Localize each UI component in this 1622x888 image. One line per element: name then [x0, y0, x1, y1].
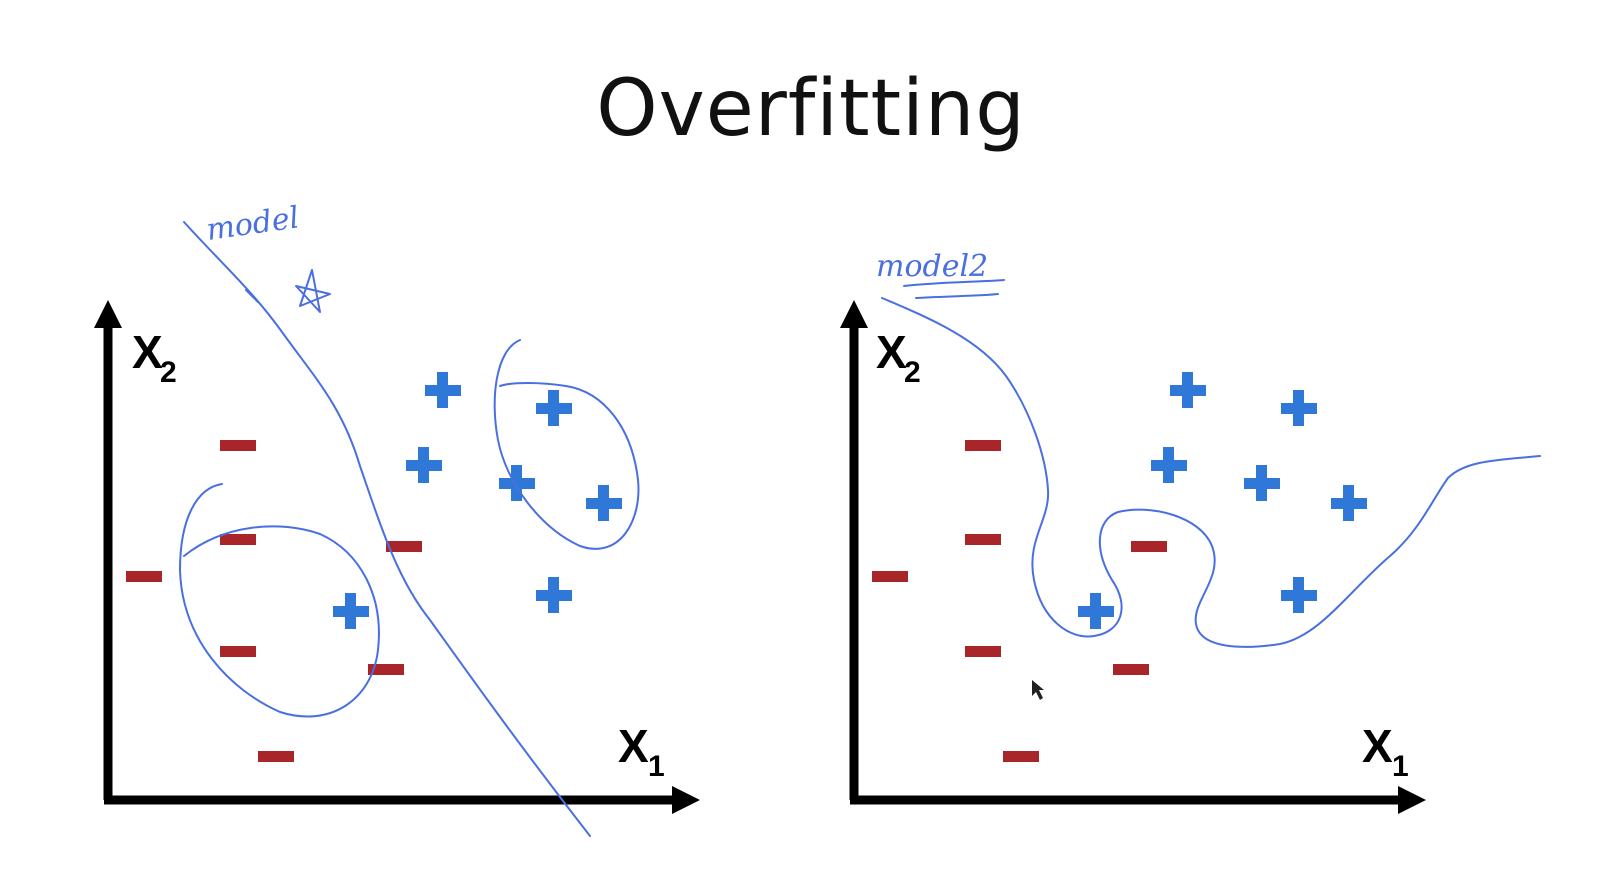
- plus-marker: [406, 447, 442, 483]
- minus-marker: [872, 571, 908, 582]
- star-doodle: [295, 269, 331, 313]
- plus-marker: [1331, 485, 1367, 521]
- right-y-arrowhead: [840, 300, 868, 328]
- right-y-axis-label: X: [876, 326, 907, 378]
- plus-marker: [1170, 372, 1206, 408]
- left-minus-cluster-boundary: [179, 483, 380, 718]
- minus-marker: [220, 646, 256, 657]
- right-y-axis-subscript: 2: [904, 356, 921, 389]
- left-y-axis-label: X: [132, 326, 163, 378]
- plus-marker: [586, 485, 622, 521]
- left-decision-line: [183, 221, 591, 837]
- left-x-arrowhead: [672, 786, 700, 814]
- annotation-underline: [915, 293, 999, 299]
- minus-marker: [965, 646, 1001, 657]
- minus-marker: [220, 534, 256, 545]
- minus-marker: [1003, 751, 1039, 762]
- plus-marker: [1244, 465, 1280, 501]
- minus-marker: [368, 664, 404, 675]
- plus-marker: [499, 465, 535, 501]
- left-model-annotation: model: [204, 200, 301, 248]
- left-x-axis-label: X: [618, 720, 649, 772]
- minus-marker: [220, 440, 256, 451]
- minus-marker: [258, 751, 294, 762]
- left-y-arrowhead: [94, 300, 122, 328]
- right-model-annotation: model2: [876, 249, 988, 284]
- right-x-axis-subscript: 1: [1392, 750, 1409, 783]
- minus-marker: [965, 534, 1001, 545]
- mouse-cursor-icon: [1032, 680, 1044, 700]
- left-x-axis-subscript: 1: [648, 750, 665, 783]
- plus-marker: [1151, 447, 1187, 483]
- plus-marker: [536, 577, 572, 613]
- left-hook: [245, 289, 259, 303]
- plus-marker: [1078, 593, 1114, 629]
- right-x-arrowhead: [1398, 786, 1426, 814]
- plus-marker: [1281, 390, 1317, 426]
- minus-marker: [1131, 541, 1167, 552]
- minus-marker: [965, 440, 1001, 451]
- left-y-axis-subscript: 2: [160, 356, 177, 389]
- annotation-underline: [903, 279, 1005, 287]
- plus-marker: [333, 593, 369, 629]
- plus-marker: [425, 372, 461, 408]
- right-decision-boundary: [881, 297, 1541, 648]
- right-panel: X 2 X 1 mode: [840, 249, 1541, 814]
- left-panel: X 2 X 1 mode: [94, 200, 700, 837]
- left-plus-cluster-boundary: [493, 339, 640, 550]
- plus-marker: [536, 390, 572, 426]
- plus-marker: [1281, 577, 1317, 613]
- minus-marker: [126, 571, 162, 582]
- minus-marker: [386, 541, 422, 552]
- slide-title: Overfitting: [596, 64, 1026, 154]
- minus-marker: [1113, 664, 1149, 675]
- right-x-axis-label: X: [1362, 720, 1393, 772]
